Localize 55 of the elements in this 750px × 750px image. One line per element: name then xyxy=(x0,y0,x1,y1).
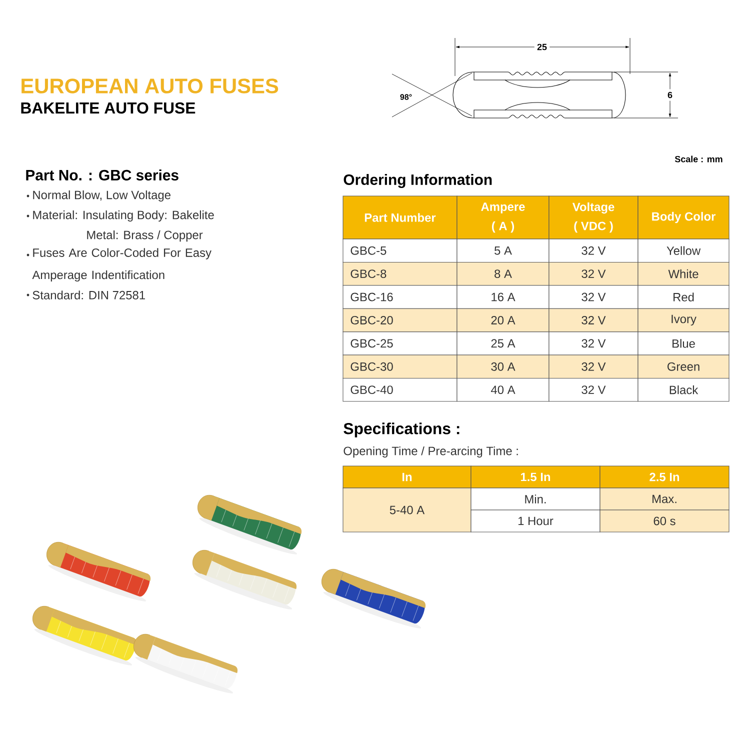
section-heading: Specifications : xyxy=(344,422,460,438)
dimension-label: 25 xyxy=(534,44,550,50)
table-cell: 20 A xyxy=(456,308,550,332)
table-cell: 1 Hour xyxy=(470,510,600,532)
table-cell: GBC-40 xyxy=(342,378,458,402)
table-cell: GBC-20 xyxy=(342,308,458,332)
title: EUROPEAN AUTO FUSES xyxy=(22,78,278,94)
table-cell: 32 V xyxy=(548,308,638,332)
table-cell: 16 A xyxy=(456,285,550,309)
table-header-cell: Ampere ( A ) xyxy=(456,196,550,240)
table-header-cell: 2.5 In xyxy=(600,466,730,488)
table-header-cell: Body Color xyxy=(638,196,730,240)
table-cell: Ivory xyxy=(638,308,730,332)
table-cell: Black xyxy=(638,378,730,402)
section-heading: Ordering Information xyxy=(344,174,492,188)
table-cell: GBC-5 xyxy=(342,238,458,262)
table-cell: Green xyxy=(638,354,730,378)
table-cell: 32 V xyxy=(548,285,638,309)
table-cell: 32 V xyxy=(548,332,638,356)
dimension-label: 6 xyxy=(668,89,672,101)
table-cell: 32 V xyxy=(548,378,638,402)
table-cell: 32 V xyxy=(548,238,638,262)
table-cell: Red xyxy=(638,285,730,309)
table-cell: 30 A xyxy=(456,354,550,378)
table-cell: Blue xyxy=(638,332,730,356)
table-cell: Yellow xyxy=(638,238,730,262)
bullet-item: Fuses Are Color-Coded For Easy Amperage Indentification xyxy=(26,248,212,282)
bullet-item: Material: Insulating Body: Bakelite xyxy=(26,210,214,222)
table-cell: 60 s xyxy=(600,510,730,532)
table-header-cell: Voltage ( VDC ) xyxy=(548,196,638,240)
table-cell: Min. xyxy=(470,488,600,510)
table-cell: White xyxy=(638,262,730,286)
table-cell: 8 A xyxy=(456,262,550,286)
table-header-cell: 1.5 In xyxy=(470,466,600,488)
table-cell: 32 V xyxy=(548,354,638,378)
table-header-cell: Part Number xyxy=(342,196,458,240)
table-cell: 32 V xyxy=(548,262,638,286)
table-cell: 25 A xyxy=(456,332,550,356)
table-cell: GBC-16 xyxy=(342,285,458,309)
angle-label: 98° xyxy=(400,94,412,100)
table-caption: Opening Time / Pre-arcing Time : xyxy=(344,446,518,458)
table-cell: Max. xyxy=(600,488,730,510)
subtitle: BAKELITE AUTO FUSE xyxy=(21,102,196,114)
table-cell: GBC-8 xyxy=(342,262,458,286)
bullet-continuation: Metal: Brass / Copper xyxy=(87,230,203,242)
bullet-item: Standard: DIN 72581 xyxy=(26,290,145,300)
table-cell: 40 A xyxy=(456,378,550,402)
table-cell: GBC-30 xyxy=(342,354,458,378)
table-header-cell: In xyxy=(342,466,472,488)
bullet-item: Normal Blow, Low Voltage xyxy=(26,190,170,202)
table-cell: 5 A xyxy=(456,238,550,262)
section-heading: Part No. : GBC series xyxy=(26,170,178,180)
table-cell: GBC-25 xyxy=(342,332,458,356)
scale-note: Scale : mm xyxy=(674,156,722,162)
table-cell: 5-40 A xyxy=(342,488,472,532)
